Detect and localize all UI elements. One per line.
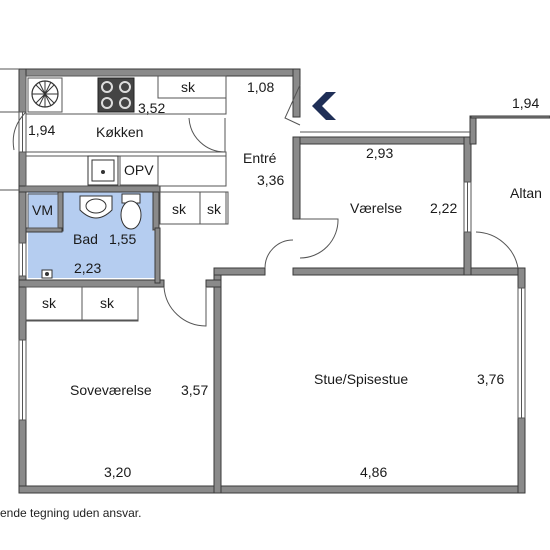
stove-icon [97, 77, 135, 113]
door-swing [12, 111, 27, 151]
room-width: 2,93 [366, 145, 393, 161]
bedroom-depth: 3,57 [181, 382, 208, 398]
kitchen-name: Køkken [96, 124, 143, 140]
wall [463, 231, 472, 276]
wall [517, 417, 526, 494]
bath-depth: 2,23 [74, 260, 101, 276]
wall [18, 279, 165, 288]
kitchen-width: 3,52 [138, 100, 165, 116]
wall [154, 227, 161, 284]
vm-box [27, 193, 59, 229]
washbasin-icon [79, 195, 113, 219]
wall [517, 267, 526, 289]
wall [57, 191, 64, 232]
door-swing [163, 286, 207, 327]
balcony-name: Altan [510, 185, 542, 201]
wall [18, 485, 526, 494]
cabinet-label: sk [172, 201, 187, 217]
cabinet-label: sk [100, 295, 115, 311]
entrance-name: Entré [243, 150, 277, 166]
wall [213, 271, 222, 494]
wall [213, 267, 266, 276]
compass-arrow-icon [312, 92, 336, 120]
living-name: Stue/Spisestue [314, 371, 408, 387]
wall [292, 136, 472, 145]
room-depth: 2,22 [430, 200, 457, 216]
floor-plan: sk 3,52 1,08 1,94 Køkken OPV Entré 3,36 … [0, 68, 550, 494]
entrance-width: 1,08 [247, 79, 274, 95]
room-name: Værelse [350, 200, 402, 216]
wall [152, 189, 160, 231]
door-swing [284, 84, 301, 126]
cabinet-sk [157, 75, 227, 99]
kitchen-counter-lower [25, 151, 227, 187]
wall [25, 227, 63, 233]
bath-name: Bad [73, 231, 98, 247]
fan-box [27, 77, 63, 113]
bath-width: 1,55 [109, 231, 136, 247]
balcony-width: 1,94 [512, 95, 539, 111]
bedroom-width: 3,20 [104, 464, 131, 480]
toilet-icon [120, 193, 142, 230]
wall [18, 68, 301, 77]
cabinet-label: sk [207, 201, 222, 217]
cabinet-label: sk [181, 79, 196, 95]
wall [18, 185, 161, 193]
wall [470, 115, 550, 119]
bath-floor [28, 192, 62, 231]
vm-label: VM [32, 202, 53, 218]
cabinet-sk [81, 286, 139, 322]
bedroom-name: Soveværelse [70, 382, 152, 398]
wall [18, 419, 27, 493]
door-swing [299, 218, 339, 259]
door-swing [264, 239, 294, 269]
wall [18, 151, 27, 191]
living-width: 4,86 [360, 464, 387, 480]
tap-icon [41, 269, 53, 279]
kitchen-depth: 1,94 [28, 122, 55, 138]
sink-icon [87, 155, 119, 186]
entrance-depth: 3,36 [257, 172, 284, 188]
wall [292, 267, 526, 276]
cabinet-label: sk [42, 295, 57, 311]
wall [18, 68, 27, 113]
opv-label: OPV [124, 162, 154, 178]
disclaimer-text: ende tegning uden ansvar. [0, 506, 142, 520]
living-depth: 3,76 [477, 371, 504, 387]
wall [292, 136, 301, 220]
extractor-fan-icon [31, 80, 59, 108]
door-swing [475, 231, 519, 269]
opv-box [119, 155, 159, 186]
door-swing [188, 117, 226, 153]
wall [469, 115, 477, 145]
wall [205, 279, 222, 288]
